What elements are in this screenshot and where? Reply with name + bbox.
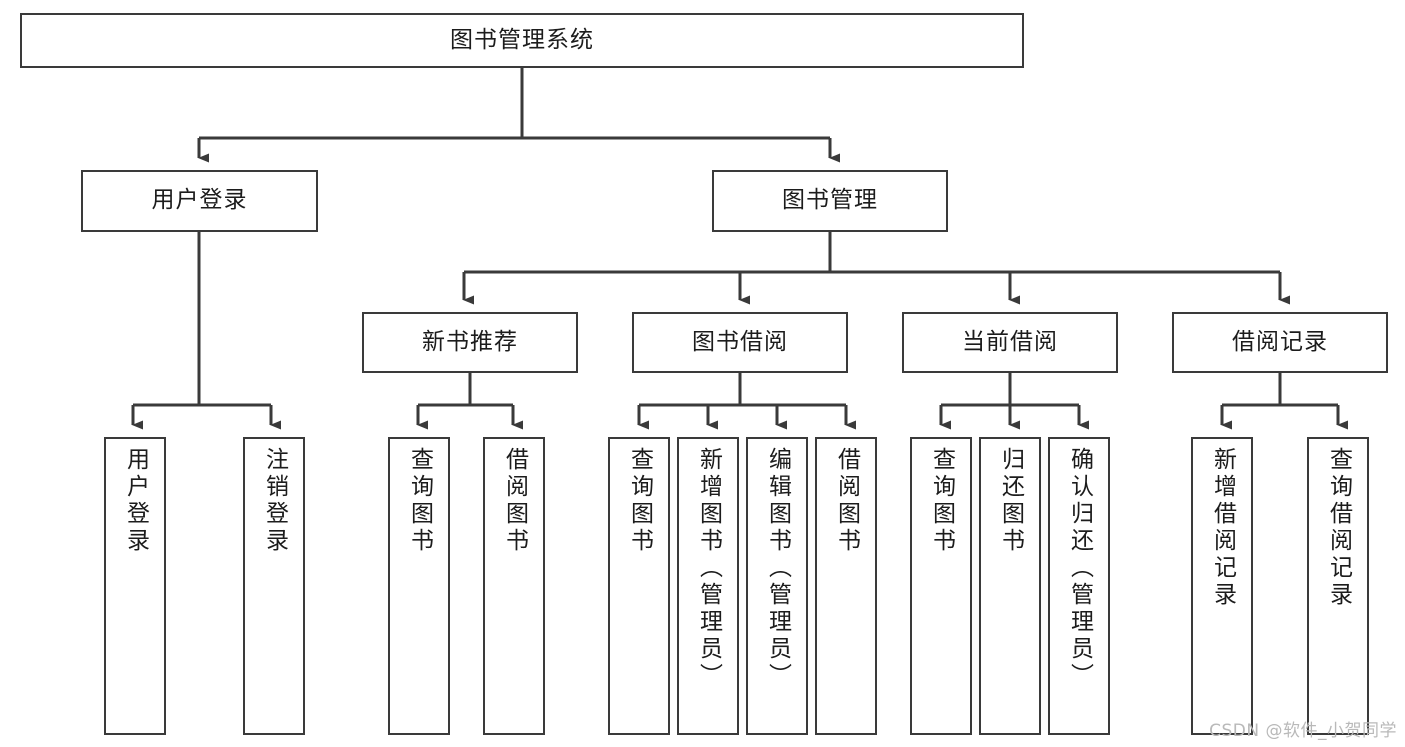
node-root-book-management-system[interactable]: 图书管理系统 [20,13,1024,68]
node-label: 归还图书 [997,447,1024,555]
node-label: 借阅图书 [501,447,528,555]
node-label: 注销登录 [261,447,288,555]
node-book-borrow[interactable]: 图书借阅 [632,312,848,373]
leaf-book-borrow-borrow[interactable]: 借阅图书 [815,437,877,735]
node-label: 借阅记录 [1232,328,1328,355]
leaf-new-book-borrow[interactable]: 借阅图书 [483,437,545,735]
leaf-current-borrow-confirm-return[interactable]: 确认归还（管理员） [1048,437,1110,735]
node-label: 查询图书 [626,447,653,555]
node-label: 查询图书 [928,447,955,555]
node-label: 确认归还（管理员） [1066,447,1093,690]
node-book-management[interactable]: 图书管理 [712,170,948,232]
leaf-book-borrow-query[interactable]: 查询图书 [608,437,670,735]
node-label: 新增借阅记录 [1209,447,1236,609]
leaf-book-borrow-add[interactable]: 新增图书（管理员） [677,437,739,735]
leaf-borrow-record-add[interactable]: 新增借阅记录 [1191,437,1253,735]
node-label: 编辑图书（管理员） [764,447,791,690]
node-new-book-recommend[interactable]: 新书推荐 [362,312,578,373]
node-label: 图书管理 [782,187,878,214]
node-label: 当前借阅 [962,328,1058,355]
node-label: 查询图书 [406,447,433,555]
node-label: 图书借阅 [692,328,788,355]
node-label: 借阅图书 [833,447,860,555]
leaf-user-login-login[interactable]: 用户登录 [104,437,166,735]
leaf-new-book-query[interactable]: 查询图书 [388,437,450,735]
leaf-current-borrow-query[interactable]: 查询图书 [910,437,972,735]
leaf-current-borrow-return[interactable]: 归还图书 [979,437,1041,735]
node-user-login[interactable]: 用户登录 [81,170,318,232]
node-label: 查询借阅记录 [1325,447,1352,609]
leaf-book-borrow-edit[interactable]: 编辑图书（管理员） [746,437,808,735]
node-label: 新书推荐 [422,328,518,355]
watermark: CSDN @软件_小贺同学 [1209,721,1397,741]
leaf-borrow-record-query[interactable]: 查询借阅记录 [1307,437,1369,735]
node-borrow-record[interactable]: 借阅记录 [1172,312,1388,373]
node-label: 用户登录 [122,447,149,555]
leaf-user-login-logout[interactable]: 注销登录 [243,437,305,735]
node-label: 用户登录 [151,187,248,214]
node-label: 新增图书（管理员） [695,447,722,690]
node-current-borrow[interactable]: 当前借阅 [902,312,1118,373]
node-label: 图书管理系统 [450,26,594,53]
